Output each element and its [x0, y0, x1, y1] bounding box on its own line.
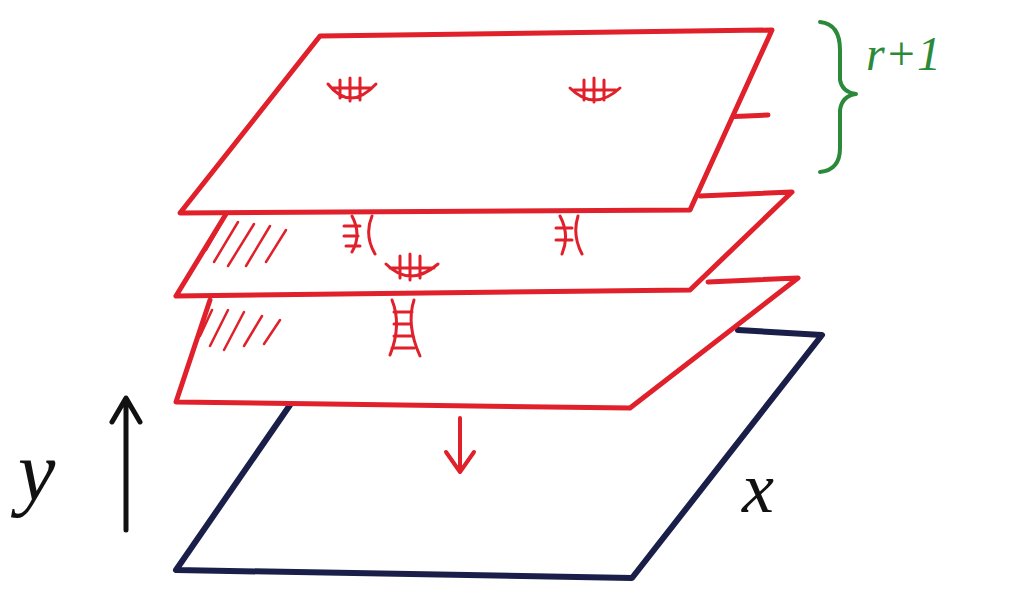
count-label: r+1	[866, 30, 941, 78]
axis-label: y	[18, 430, 55, 514]
handles	[328, 78, 620, 280]
top-sheet	[180, 30, 772, 213]
base-plane	[176, 330, 822, 578]
y-axis-arrow	[112, 398, 140, 530]
hatching	[200, 222, 286, 350]
projection-arrow	[446, 418, 474, 472]
axis-label: x	[742, 452, 774, 524]
lower-sheet	[176, 278, 798, 408]
brace	[820, 22, 856, 172]
tubes	[344, 216, 582, 356]
